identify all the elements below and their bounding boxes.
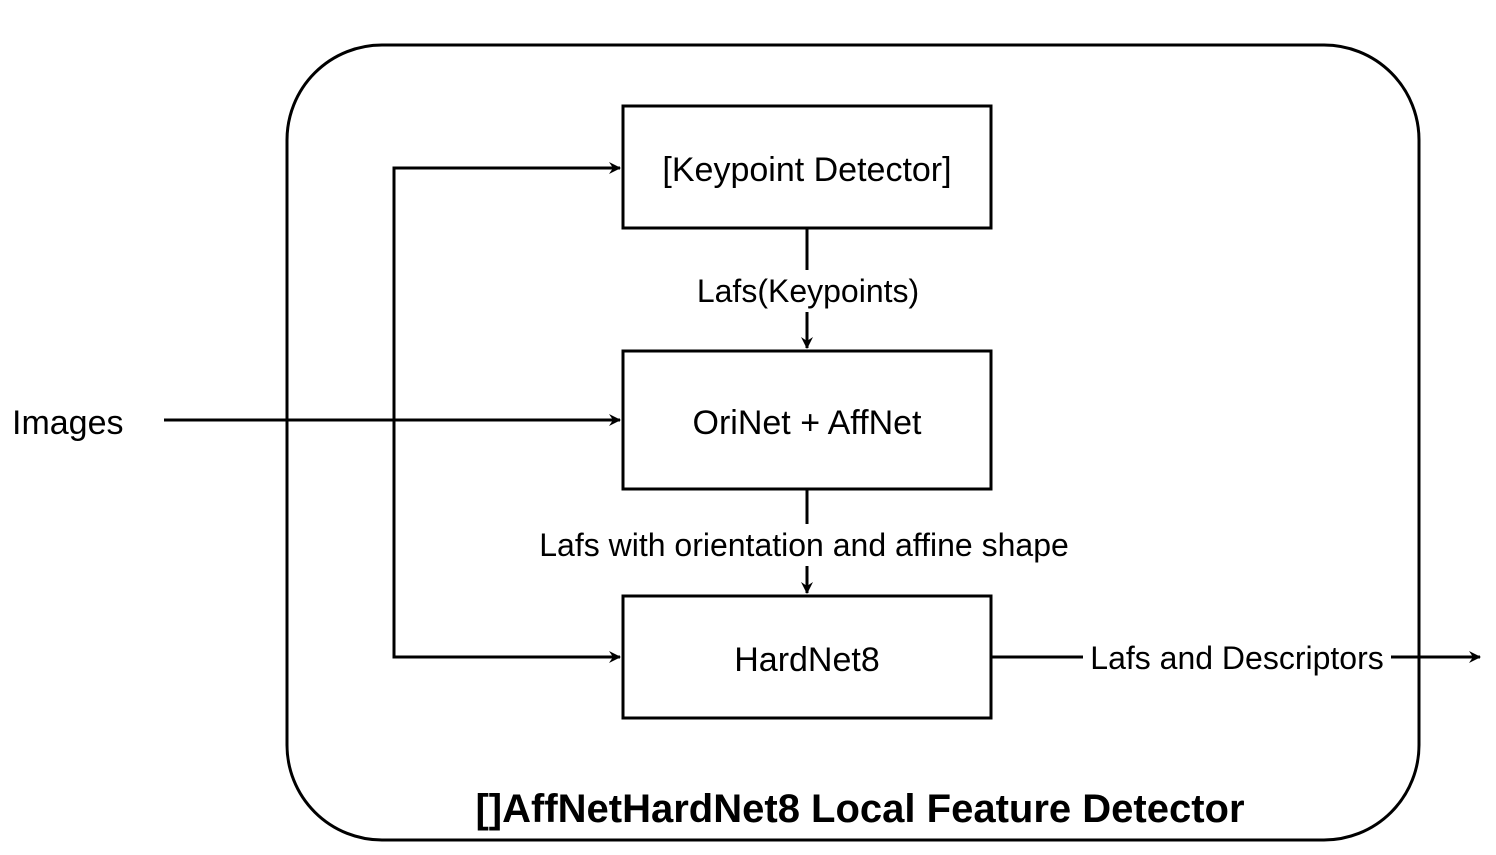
edge-label-output: Lafs and Descriptors [1090,640,1383,676]
input-images-label: Images [12,404,124,442]
node-keypoint-detector: [Keypoint Detector] [621,104,993,230]
edge-label-bg [690,270,926,312]
node-hardnet8: HardNet8 [621,594,993,720]
keypoint-detector-label: [Keypoint Detector] [662,151,951,189]
edge-label-bg [524,524,1084,566]
edge-label-oriented: Lafs with orientation and affine shape [539,527,1069,563]
edge-branch-line [392,166,620,659]
hardnet8-label: HardNet8 [734,641,880,679]
orinet-affnet-label: OriNet + AffNet [693,404,923,442]
node-orinet-affnet: OriNet + AffNet [621,349,993,491]
edge-label-keypoints: Lafs(Keypoints) [697,273,919,309]
edge-label-bg [1083,637,1391,679]
diagram-title: []AffNetHardNet8 Local Feature Detector [475,787,1244,831]
outer-container [285,43,1421,842]
